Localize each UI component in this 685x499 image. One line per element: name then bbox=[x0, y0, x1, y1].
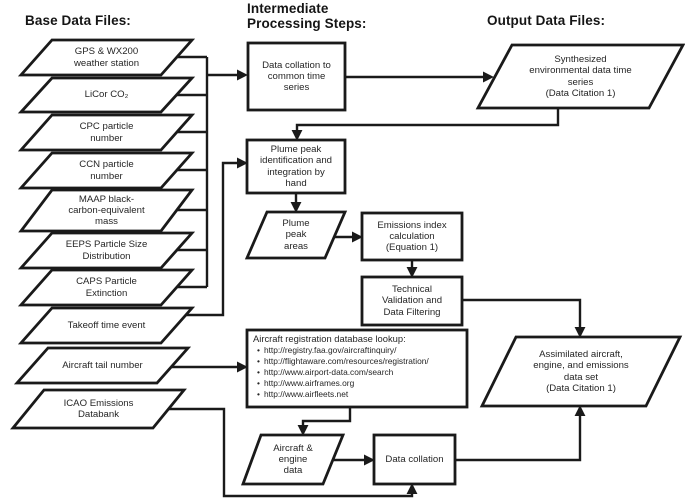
shape-eeps-file bbox=[17, 231, 196, 270]
connector-icao-to-collation bbox=[168, 407, 418, 498]
connector-lookup-to-aircraft-engine bbox=[297, 407, 352, 436]
shape-takeoff-file bbox=[17, 306, 196, 345]
lookup-url: http://flightaware.com/resources/registr… bbox=[253, 356, 463, 367]
shape-aircraft-engine-data bbox=[240, 433, 346, 486]
shape-plume-peak-areas bbox=[244, 210, 348, 260]
lookup-url: http://www.airframes.org bbox=[253, 378, 463, 389]
lookup-title: Aircraft registration database lookup: bbox=[253, 333, 406, 344]
connector-takeoff-to-plume-id bbox=[186, 157, 248, 317]
lookup-url: http://www.airport-data.com/search bbox=[253, 367, 463, 378]
shape-gps-file bbox=[17, 38, 196, 77]
connectors bbox=[168, 55, 586, 498]
shape-cpc-file bbox=[17, 113, 196, 152]
lookup-url: http://registry.faa.gov/aircraftinquiry/ bbox=[253, 345, 463, 356]
shape-data-collation bbox=[372, 433, 457, 486]
connector-validation-to-assimilated bbox=[462, 298, 586, 338]
shape-icao-file bbox=[10, 388, 187, 430]
heading-output-data-files: Output Data Files: bbox=[487, 13, 606, 28]
shape-data-collation-time-series bbox=[246, 41, 347, 112]
shape-tech-validation bbox=[360, 275, 464, 327]
lookup-url-list: http://registry.faa.gov/aircraftinquiry/… bbox=[253, 345, 463, 400]
lookup-url: http://www.airfleets.net bbox=[253, 389, 463, 400]
shape-ccn-file bbox=[17, 151, 196, 190]
heading-intermediate-steps: Intermediate Processing Steps: bbox=[247, 1, 367, 32]
shape-licor-file bbox=[17, 76, 196, 114]
heading-base-data-files: Base Data Files: bbox=[25, 13, 131, 28]
node-shapes bbox=[10, 38, 685, 486]
node-aircraft-registration-lookup: Aircraft registration database lookup: h… bbox=[253, 333, 463, 400]
connector-synthesized-to-plume-id bbox=[291, 108, 560, 141]
shape-plume-peak-id bbox=[245, 138, 347, 195]
connector-base-files-bus bbox=[174, 55, 209, 289]
shape-maap-file bbox=[18, 188, 195, 233]
shape-synthesized-output bbox=[475, 43, 685, 110]
shape-assimilated-output bbox=[479, 335, 683, 408]
shape-caps-file bbox=[17, 268, 196, 307]
connector-collation-to-assimilated bbox=[455, 405, 586, 462]
shape-tail-number-file bbox=[13, 346, 192, 385]
shape-emissions-index bbox=[360, 211, 464, 262]
